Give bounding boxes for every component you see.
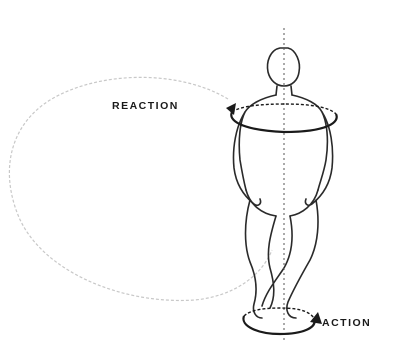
head xyxy=(268,48,300,86)
action-rotation-arrow xyxy=(243,308,322,334)
left-leg-inner xyxy=(268,216,276,308)
hips xyxy=(246,190,318,216)
reaction-label: REACTION xyxy=(112,100,179,112)
action-label: ACTION xyxy=(322,317,371,329)
left-leg xyxy=(246,200,263,318)
right-leg xyxy=(287,200,318,318)
action-arrowhead-icon xyxy=(310,312,322,324)
torso xyxy=(239,95,327,190)
human-figure xyxy=(233,48,332,318)
